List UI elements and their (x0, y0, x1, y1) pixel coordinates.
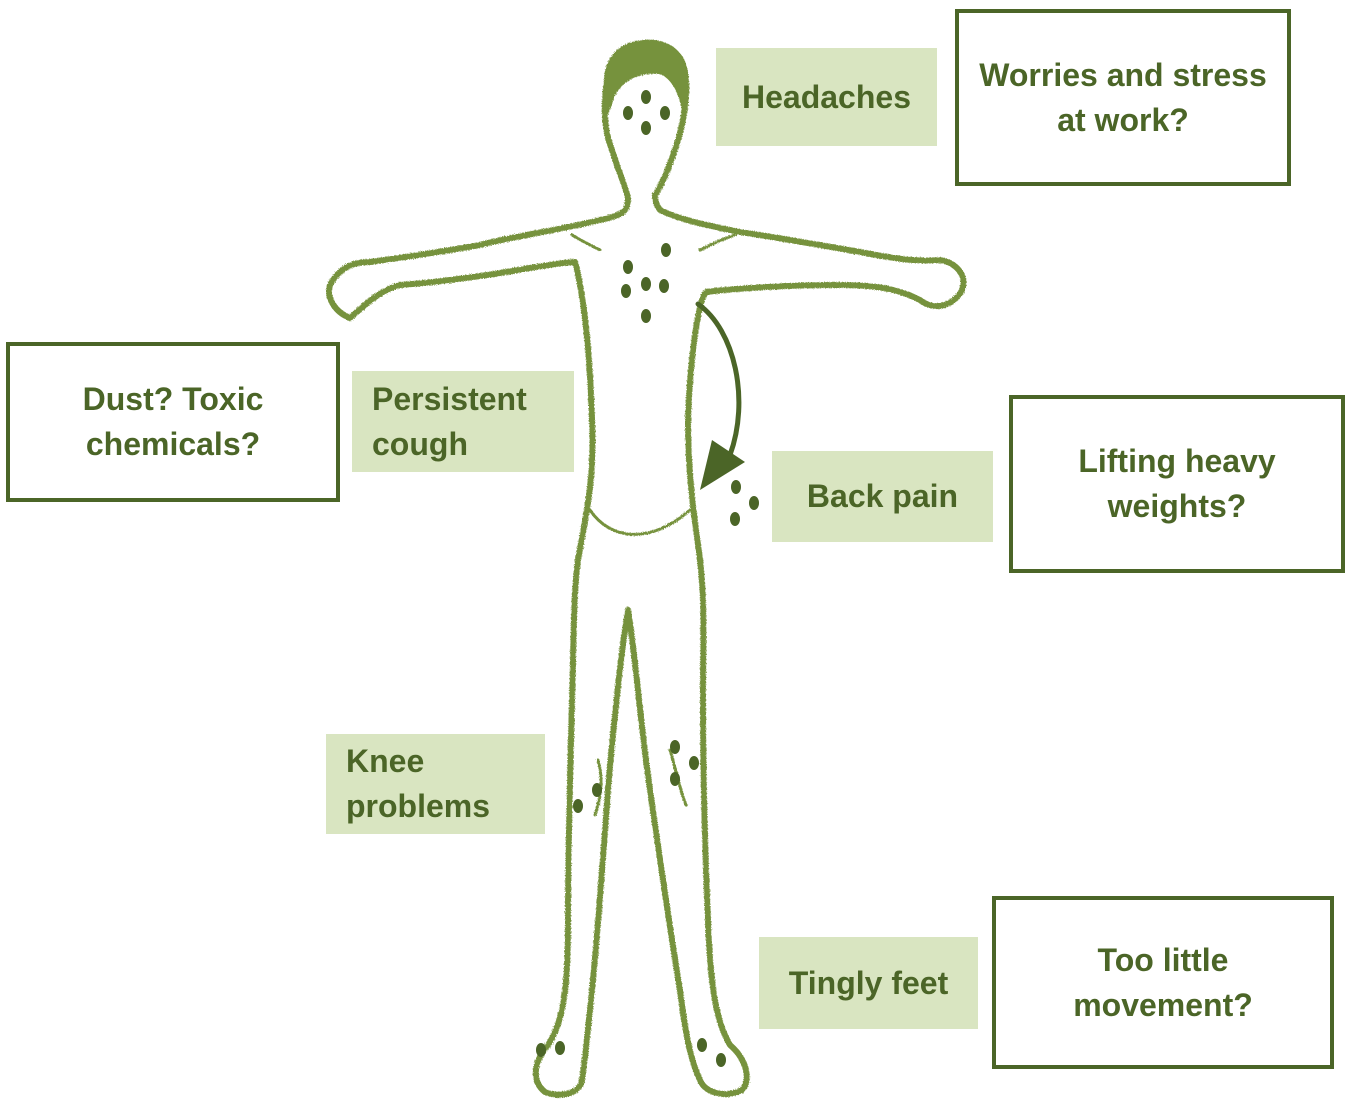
foot-dot (536, 1043, 546, 1057)
cause-lifting: Lifting heavy weights? (1009, 395, 1345, 573)
chest-dot (659, 279, 669, 293)
knee-dot (573, 799, 583, 813)
cause-stress: Worries and stress at work? (955, 9, 1291, 186)
symptom-knee-problems-label: Knee problems (346, 739, 516, 829)
symptom-tingly-feet-label: Tingly feet (789, 961, 948, 1006)
chest-dot (661, 243, 671, 257)
foot-dot (697, 1038, 707, 1052)
cause-dust-label: Dust? Toxic chemicals? (73, 377, 273, 467)
symptom-headaches: Headaches (716, 48, 937, 146)
cause-movement: Too little movement? (992, 896, 1334, 1069)
foot-dot (555, 1041, 565, 1055)
knee-dot (689, 756, 699, 770)
back-dot (731, 480, 741, 494)
chest-dot (641, 309, 651, 323)
symptom-back-pain-label: Back pain (807, 474, 958, 519)
back-dot (749, 496, 759, 510)
knee-dot (670, 740, 680, 754)
cause-stress-label: Worries and stress at work? (973, 53, 1273, 143)
symptom-headaches-label: Headaches (742, 75, 911, 120)
head-dot (641, 121, 651, 135)
arrow-chest-to-back (698, 304, 739, 455)
symptom-knee-problems: Knee problems (326, 734, 545, 834)
head-dot (660, 106, 670, 120)
symptom-persistent-cough: Persistent cough (352, 371, 574, 472)
cause-movement-label: Too little movement? (1063, 938, 1263, 1028)
symptom-persistent-cough-label: Persistent cough (372, 377, 552, 467)
symptom-tingly-feet: Tingly feet (759, 937, 978, 1029)
knee-dot (670, 772, 680, 786)
chest-dot (621, 284, 631, 298)
chest-dot (641, 277, 651, 291)
head-dot (641, 90, 651, 104)
cause-dust: Dust? Toxic chemicals? (6, 342, 340, 502)
symptom-back-pain: Back pain (772, 451, 993, 542)
back-dot (730, 512, 740, 526)
cause-lifting-label: Lifting heavy weights? (1067, 439, 1287, 529)
chest-dot (623, 260, 633, 274)
head-dot (623, 106, 633, 120)
foot-dot (716, 1053, 726, 1067)
knee-dot (592, 783, 602, 797)
